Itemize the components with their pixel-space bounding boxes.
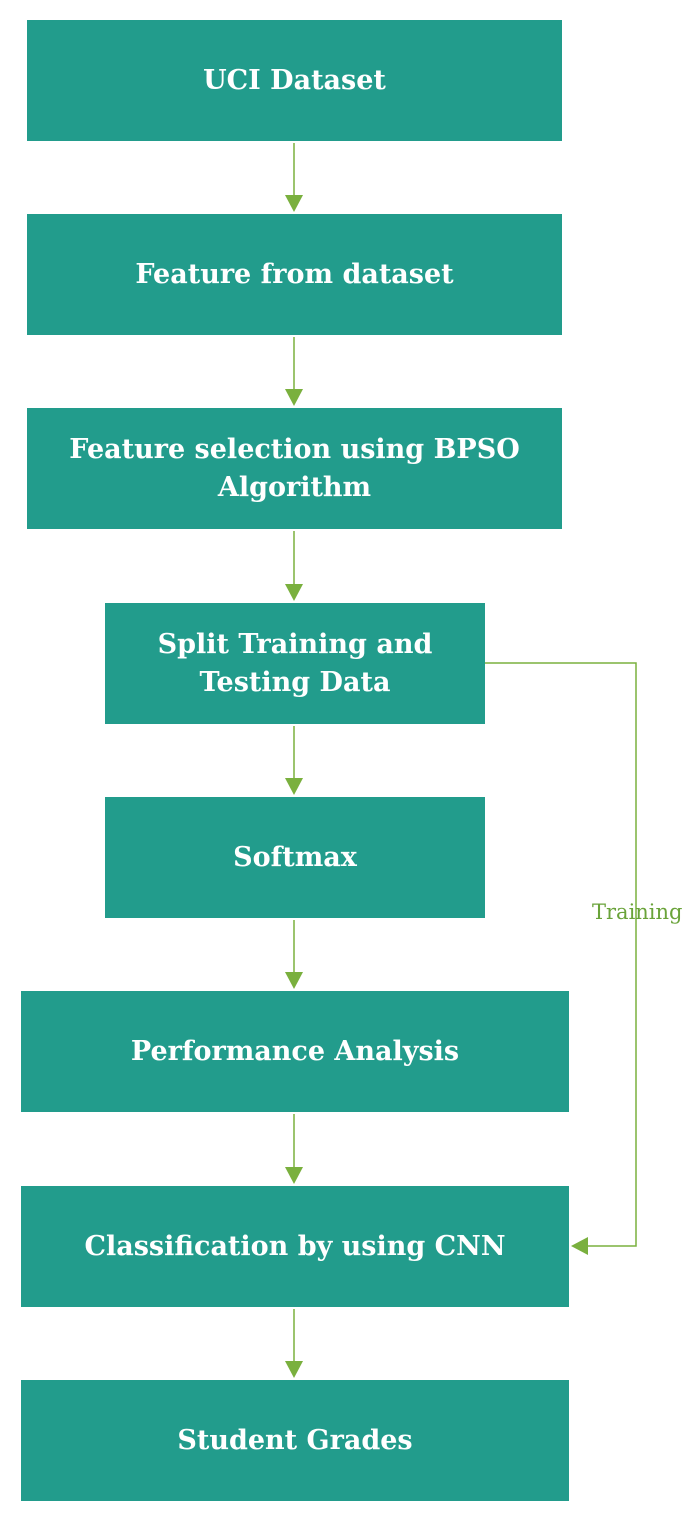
arrowhead-split-training-testing-to-softmax: [285, 778, 303, 795]
arrowhead-classification-cnn-to-student-grades: [285, 1361, 303, 1378]
uci-dataset-label: UCI Dataset: [203, 64, 386, 96]
training-connector-arrowhead: [571, 1237, 588, 1255]
split-training-testing-label: Split Training and Testing Data: [157, 628, 433, 698]
uci-dataset-box: UCI Dataset: [27, 20, 562, 141]
feature-selection-bpso-label: Feature selection using BPSO Algorithm: [69, 433, 520, 503]
performance-analysis-label: Performance Analysis: [130, 1035, 460, 1067]
student-grades-label: Student Grades: [177, 1424, 413, 1456]
arrowhead-feature-selection-bpso-to-split-training-testing: [285, 584, 303, 601]
softmax-label: Softmax: [233, 841, 357, 873]
arrowhead-softmax-to-performance-analysis: [285, 972, 303, 989]
student-grades-box: Student Grades: [21, 1380, 569, 1501]
classification-cnn-box: Classification by using CNN: [21, 1186, 569, 1307]
feature-from-dataset-label: Feature from dataset: [135, 258, 454, 290]
training-edge-label: Training: [592, 900, 683, 924]
performance-analysis-box: Performance Analysis: [21, 991, 569, 1112]
split-training-testing-box: Split Training and Testing Data: [105, 603, 485, 724]
feature-selection-bpso-box: Feature selection using BPSO Algorithm: [27, 408, 562, 529]
arrowhead-uci-dataset-to-feature-from-dataset: [285, 195, 303, 212]
softmax-box: Softmax: [105, 797, 485, 918]
arrowhead-performance-analysis-to-classification-cnn: [285, 1167, 303, 1184]
classification-cnn-label: Classification by using CNN: [84, 1230, 506, 1262]
training-connector-path: [485, 662, 637, 1247]
arrowhead-feature-from-dataset-to-feature-selection-bpso: [285, 389, 303, 406]
feature-from-dataset-box: Feature from dataset: [27, 214, 562, 335]
